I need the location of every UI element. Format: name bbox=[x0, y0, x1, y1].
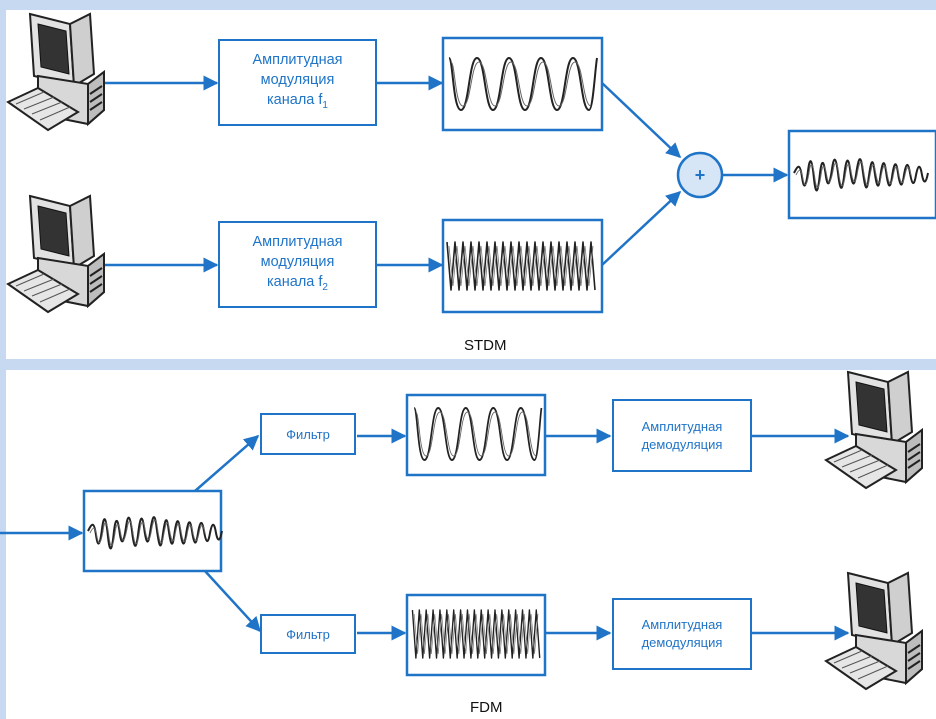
filter-label: Фильтр bbox=[286, 626, 330, 642]
modulator-label-line3: канала f1 bbox=[252, 90, 342, 116]
demodulator-box-1: Амплитудная демодуляция bbox=[612, 399, 752, 472]
demodulator-label-line1: Амплитудная bbox=[641, 617, 723, 632]
demodulator-label-line2: демодуляция bbox=[641, 436, 723, 452]
composite-input-box bbox=[82, 489, 223, 573]
channel-subscript: 2 bbox=[322, 281, 328, 293]
fdm-caption: FDM bbox=[470, 699, 503, 716]
modulator-label-line2: модуляция bbox=[260, 71, 335, 88]
adder-symbol: + bbox=[695, 165, 706, 185]
demodulator-label-line2: демодуляция bbox=[641, 635, 723, 650]
modulator-label-line1: Амплитудная bbox=[252, 233, 343, 250]
wave-box-f1 bbox=[441, 36, 604, 132]
modulator-label-line2: модуляция bbox=[260, 253, 335, 270]
channel-label: канала f bbox=[267, 273, 323, 290]
computer-icon bbox=[825, 371, 923, 489]
computer-icon bbox=[7, 195, 105, 313]
modulator-box-f1: Амплитудная модуляция канала f1 bbox=[218, 39, 377, 126]
channel-subscript: 1 bbox=[322, 99, 328, 111]
filter-box-2: Фильтр bbox=[260, 614, 356, 654]
arrow-wave1-to-adder bbox=[601, 82, 682, 159]
arrow-wave2-to-adder bbox=[601, 190, 682, 266]
demodulator-label-line1: Амплитудная bbox=[641, 418, 723, 434]
filtered-wave-box-1 bbox=[405, 393, 547, 477]
computer-icon bbox=[7, 13, 105, 131]
modulator-label-line1: Амплитудная bbox=[252, 51, 343, 68]
modulator-box-f2: Амплитудная модуляция канала f2 bbox=[218, 221, 377, 308]
modulator-label-line3: канала f2 bbox=[252, 272, 342, 298]
channel-label: канала f bbox=[267, 91, 323, 108]
computer-icon bbox=[825, 572, 923, 690]
adder-circle bbox=[676, 151, 724, 199]
filter-box-1: Фильтр bbox=[260, 413, 356, 455]
arrow-composite-to-filter2 bbox=[204, 570, 262, 633]
arrow-composite-to-filter1 bbox=[194, 435, 260, 492]
filter-label: Фильтр bbox=[286, 426, 330, 442]
demodulator-box-2: Амплитудная демодуляция bbox=[612, 598, 752, 670]
stdm-caption: STDM bbox=[464, 337, 507, 354]
